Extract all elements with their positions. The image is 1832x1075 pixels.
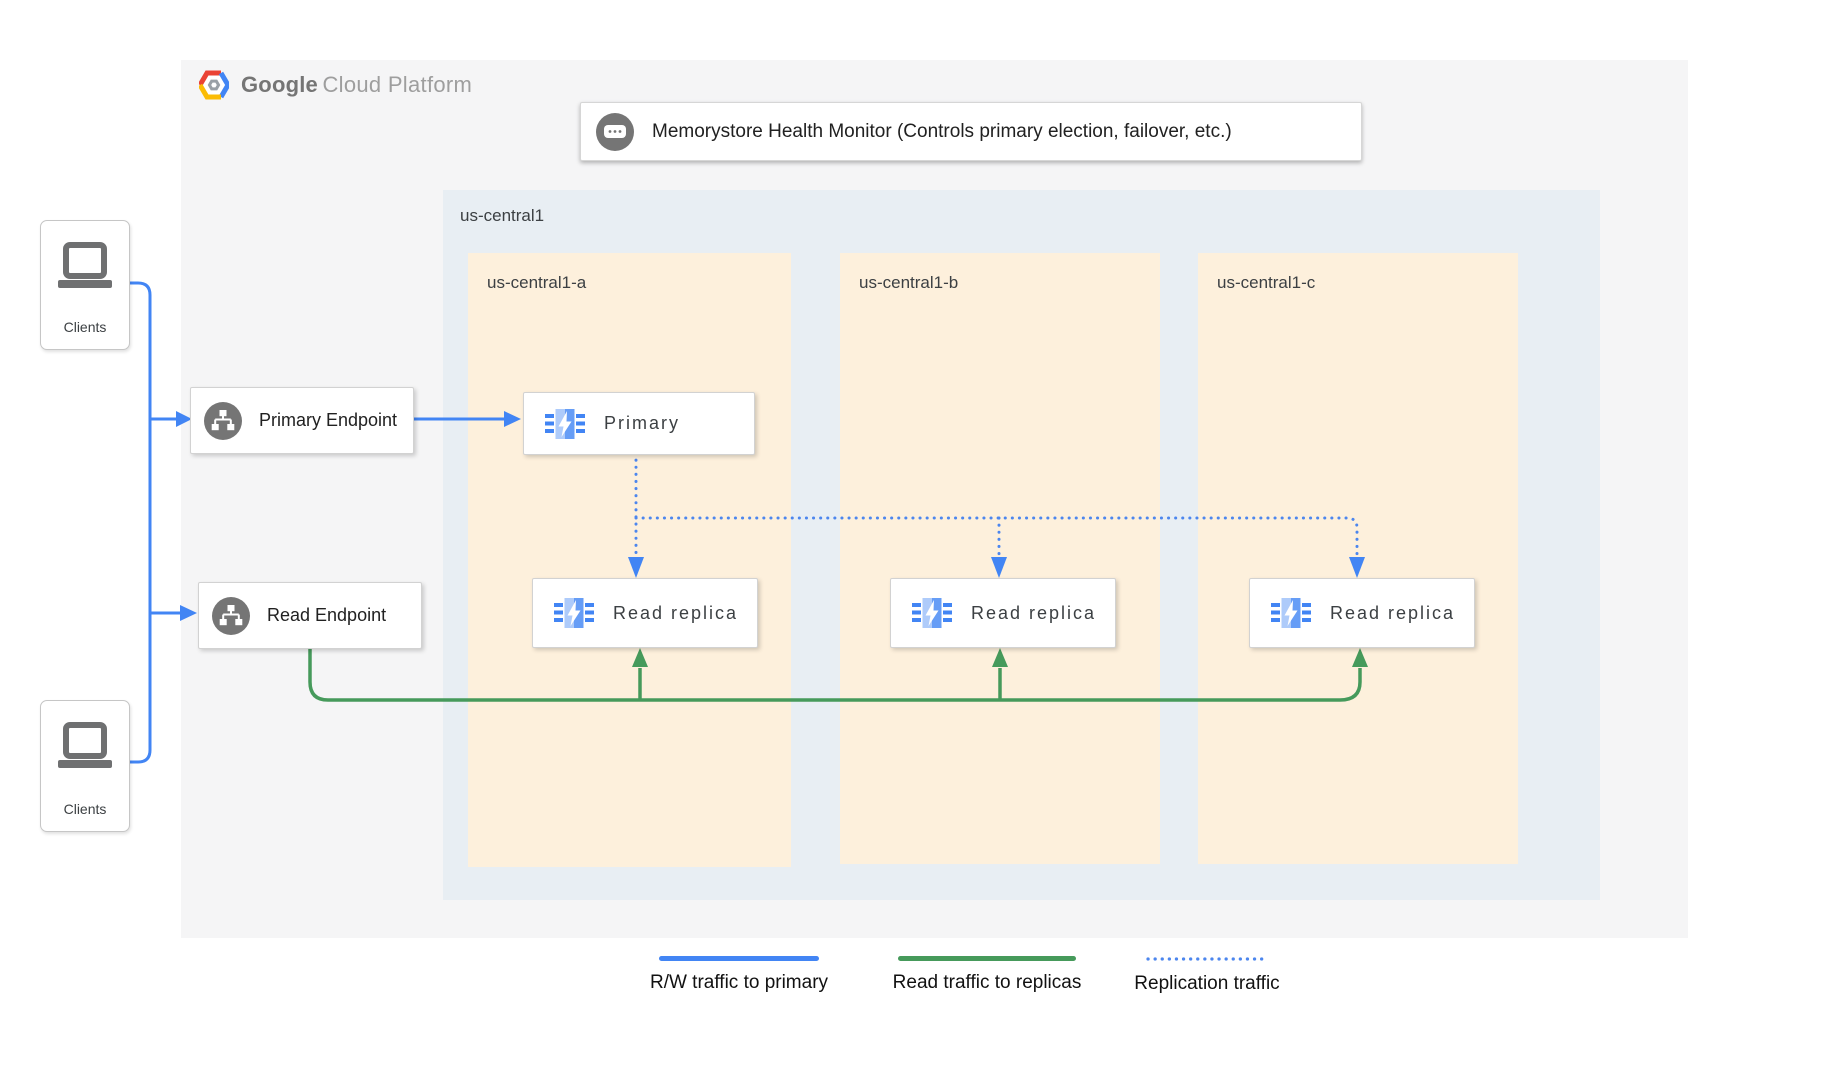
primary-endpoint-card: Primary Endpoint <box>190 387 414 454</box>
clients-label: Clients <box>63 319 107 335</box>
rw-traffic-arrowheads <box>176 411 521 621</box>
sitemap-icon <box>204 401 242 440</box>
read-replica-card-c: Read replica <box>1249 578 1475 648</box>
read-endpoint-label: Read Endpoint <box>267 605 387 625</box>
laptop-icon <box>58 722 112 768</box>
replication-traffic-arrowheads <box>628 557 1365 578</box>
rw-traffic-arrows <box>128 281 505 764</box>
primary-instance-card: Primary <box>523 392 755 455</box>
gcp-logo: Google Cloud Platform <box>199 70 472 100</box>
legend-label: R/W traffic to primary <box>649 972 829 993</box>
legend-label: Read traffic to replicas <box>892 972 1082 993</box>
replication-traffic-arrows <box>634 451 1359 558</box>
clients-label: Clients <box>63 801 107 817</box>
zone-label: us-central1-a <box>487 273 587 292</box>
read-replica-label: Read replica <box>971 602 1097 623</box>
clients-card-top: Clients <box>40 220 130 350</box>
legend-label: Replication traffic <box>1134 973 1280 994</box>
memorystore-chip-bolt-icon <box>545 408 585 439</box>
read-traffic-arrowheads <box>632 648 1368 667</box>
brand-cloud-platform: Cloud Platform <box>322 72 473 97</box>
legend-item-read-traffic: Read traffic to replicas <box>872 956 1102 994</box>
read-endpoint-card: Read Endpoint <box>198 582 422 649</box>
clients-card-bottom: Clients <box>40 700 130 832</box>
brand-google: Google <box>241 72 318 97</box>
read-replica-card-a: Read replica <box>532 578 758 648</box>
legend-item-replication-traffic: Replication traffic <box>1092 956 1322 995</box>
health-monitor-card: Memorystore Health Monitor (Controls pri… <box>580 102 1362 161</box>
memorystore-chip-bolt-icon <box>1271 598 1311 628</box>
region-label: us-central1 <box>460 206 545 225</box>
zone-label: us-central1-c <box>1217 273 1316 292</box>
primary-instance-label: Primary <box>604 413 680 433</box>
laptop-icon <box>58 242 112 288</box>
read-traffic-arrows <box>308 648 1362 702</box>
ellipsis-bubble-icon <box>596 112 634 151</box>
zone-label: us-central1-b <box>859 273 959 292</box>
primary-endpoint-label: Primary Endpoint <box>259 410 398 430</box>
memorystore-chip-bolt-icon <box>554 598 594 628</box>
read-replica-card-b: Read replica <box>890 578 1116 648</box>
legend-item-rw-traffic: R/W traffic to primary <box>624 956 854 994</box>
legend-line-green <box>898 956 1076 961</box>
health-monitor-label: Memorystore Health Monitor (Controls pri… <box>652 120 1232 142</box>
read-replica-label: Read replica <box>613 602 739 623</box>
sitemap-icon <box>212 596 250 635</box>
gcp-hexagon-icon <box>199 70 229 100</box>
legend-line-blue <box>659 956 819 961</box>
read-replica-label: Read replica <box>1330 602 1456 623</box>
legend-line-dotted <box>1146 957 1268 961</box>
memorystore-chip-bolt-icon <box>912 598 952 628</box>
